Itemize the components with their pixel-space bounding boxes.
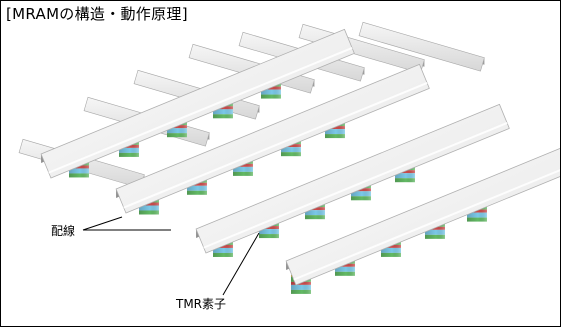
upper-wire — [115, 63, 430, 214]
tmr-element-label: TMR素子 — [175, 297, 226, 311]
wiring-leader-1 — [82, 216, 123, 231]
wiring-label: 配線 — [51, 223, 75, 238]
tmr-leader — [222, 232, 260, 296]
upper-wire — [285, 148, 560, 286]
diagram-title: [MRAMの構造・動作原理] — [6, 5, 188, 23]
lower-wire — [358, 21, 485, 72]
upper-wiring-layer — [40, 28, 560, 286]
upper-wire — [195, 103, 510, 254]
upper-wire — [40, 28, 355, 179]
